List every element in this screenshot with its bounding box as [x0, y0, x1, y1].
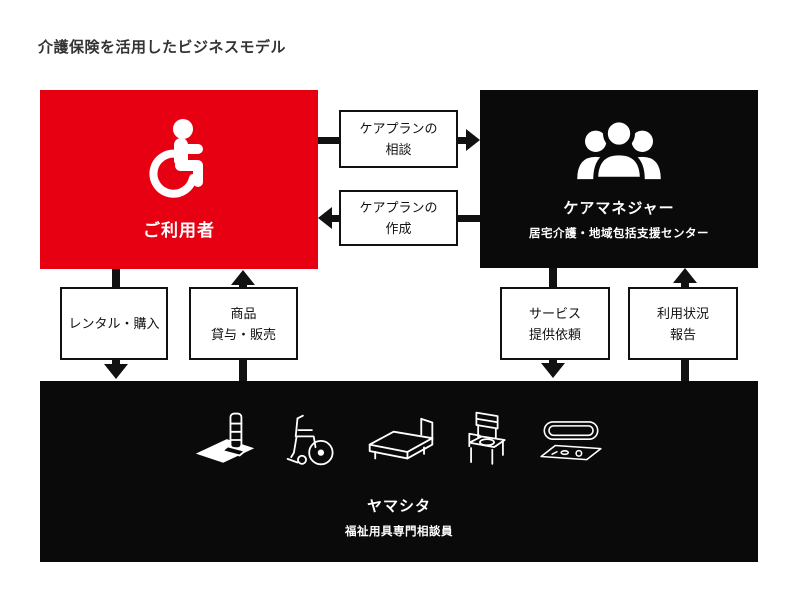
- flow-label-line: 商品: [230, 305, 257, 321]
- flow-box-care-plan-create: ケアプランの 作成: [339, 190, 458, 246]
- create-arrowhead: [318, 207, 332, 229]
- user-panel: ご利用者: [40, 90, 318, 269]
- portable-bathtub-icon: [540, 421, 602, 461]
- rental-arrowhead: [104, 364, 128, 379]
- nursing-bed-icon: [368, 417, 434, 460]
- consult-arrow-segment: [318, 137, 339, 144]
- flow-label-line: レンタル・購入: [68, 316, 160, 331]
- flow-box-service-request: サービス 提供依頼: [500, 287, 610, 360]
- care-manager-label: ケアマネジャー: [563, 200, 675, 217]
- wheelchair-user-icon: [149, 119, 203, 198]
- flow-label-line: 利用状況: [656, 305, 709, 321]
- provider-label: ヤマシタ: [366, 498, 431, 515]
- flow-label-line: 相談: [385, 142, 412, 157]
- flow-label-line: 作成: [385, 221, 412, 236]
- service-arrow-segment: [549, 268, 557, 287]
- flow-label-line: 報告: [669, 326, 696, 342]
- rental-arrow-segment: [112, 269, 120, 287]
- user-label: ご利用者: [143, 221, 215, 240]
- flow-label-line: 提供依頼: [528, 326, 581, 342]
- create-arrow-segment: [458, 215, 480, 222]
- consult-arrowhead: [466, 129, 480, 151]
- care-manager-sublabel: 居宅介護・地域包括支援センター: [529, 228, 709, 240]
- equipment-icon-row: [194, 405, 604, 475]
- flow-label-line: ケアプランの: [359, 121, 438, 136]
- service-arrowhead: [541, 363, 565, 378]
- flow-label-line: 貸与・販売: [210, 326, 276, 342]
- flow-box-rental-purchase: レンタル・購入: [60, 287, 168, 360]
- goods-arrow-segment: [239, 360, 247, 381]
- flow-label-line: ケアプランの: [359, 200, 438, 215]
- provider-panel: ヤマシタ 福祉用具専門相談員: [40, 381, 758, 562]
- standing-handrail-icon: [195, 412, 255, 463]
- report-arrowhead: [673, 268, 697, 283]
- flow-label-line: サービス: [528, 305, 581, 321]
- create-arrow-segment: [330, 215, 339, 222]
- report-arrow-segment: [681, 360, 689, 381]
- consult-arrow-segment: [458, 137, 468, 144]
- provider-sublabel: 福祉用具専門相談員: [345, 526, 453, 538]
- commode-chair-icon: [468, 411, 506, 465]
- flow-box-care-plan-consult: ケアプランの 相談: [339, 110, 458, 168]
- people-group-icon: [577, 117, 661, 182]
- goods-arrow-segment: [239, 283, 247, 287]
- rental-arrow-segment: [112, 360, 120, 366]
- flow-box-usage-report: 利用状況 報告: [628, 287, 738, 360]
- service-arrow-segment: [549, 360, 557, 365]
- page-title: 介護保険を活用したビジネスモデル: [38, 39, 287, 56]
- wheelchair-icon: [286, 414, 334, 466]
- flow-box-goods-lease-sale: 商品 貸与・販売: [189, 287, 298, 360]
- report-arrow-segment: [681, 281, 689, 287]
- care-manager-panel: ケアマネジャー 居宅介護・地域包括支援センター: [480, 90, 758, 268]
- goods-arrowhead: [231, 270, 255, 285]
